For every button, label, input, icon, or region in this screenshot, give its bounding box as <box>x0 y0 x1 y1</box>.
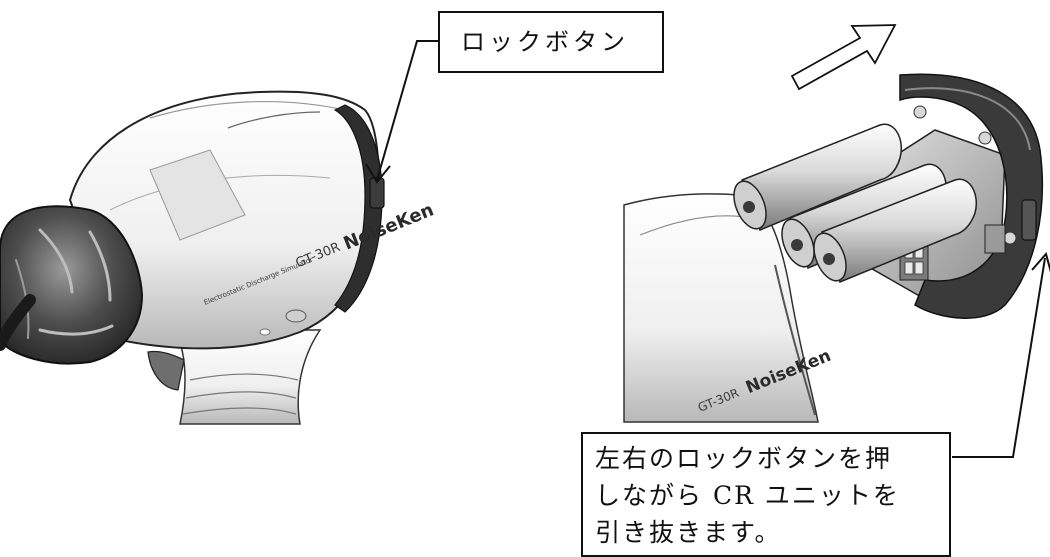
instruction-line-2: しながら CR ユニットを <box>595 481 900 510</box>
cr-cylinder-bottom <box>813 178 977 283</box>
gun-body-fragment <box>623 193 819 423</box>
gun-grip <box>173 329 322 425</box>
cr-unit-figure: GT-30R NoiseKen <box>623 73 1043 423</box>
instruction-line-1: 左右のロックボタンを押 <box>595 444 893 473</box>
cr-cylinder-top <box>733 123 902 231</box>
outline-arrow-icon <box>790 24 897 91</box>
instruction-line-3: 引き抜きます。 <box>595 518 782 547</box>
esd-gun-figure: Electrostatic Discharge Simulator GT-30R… <box>0 90 437 425</box>
lock-callout-leader <box>365 40 438 184</box>
lock-button-right-figure <box>1021 199 1037 241</box>
gun-trigger <box>147 350 185 391</box>
cr-unit-rear-plate <box>899 73 1043 319</box>
gun-cable <box>0 294 36 351</box>
instruction-callout-leader <box>952 251 1050 458</box>
gun-rear-cap <box>333 104 383 313</box>
instruction-callout: 左右のロックボタンを押 しながら CR ユニットを 引き抜きます。 <box>581 432 951 557</box>
lock-button-callout: ロックボタン <box>438 11 664 73</box>
